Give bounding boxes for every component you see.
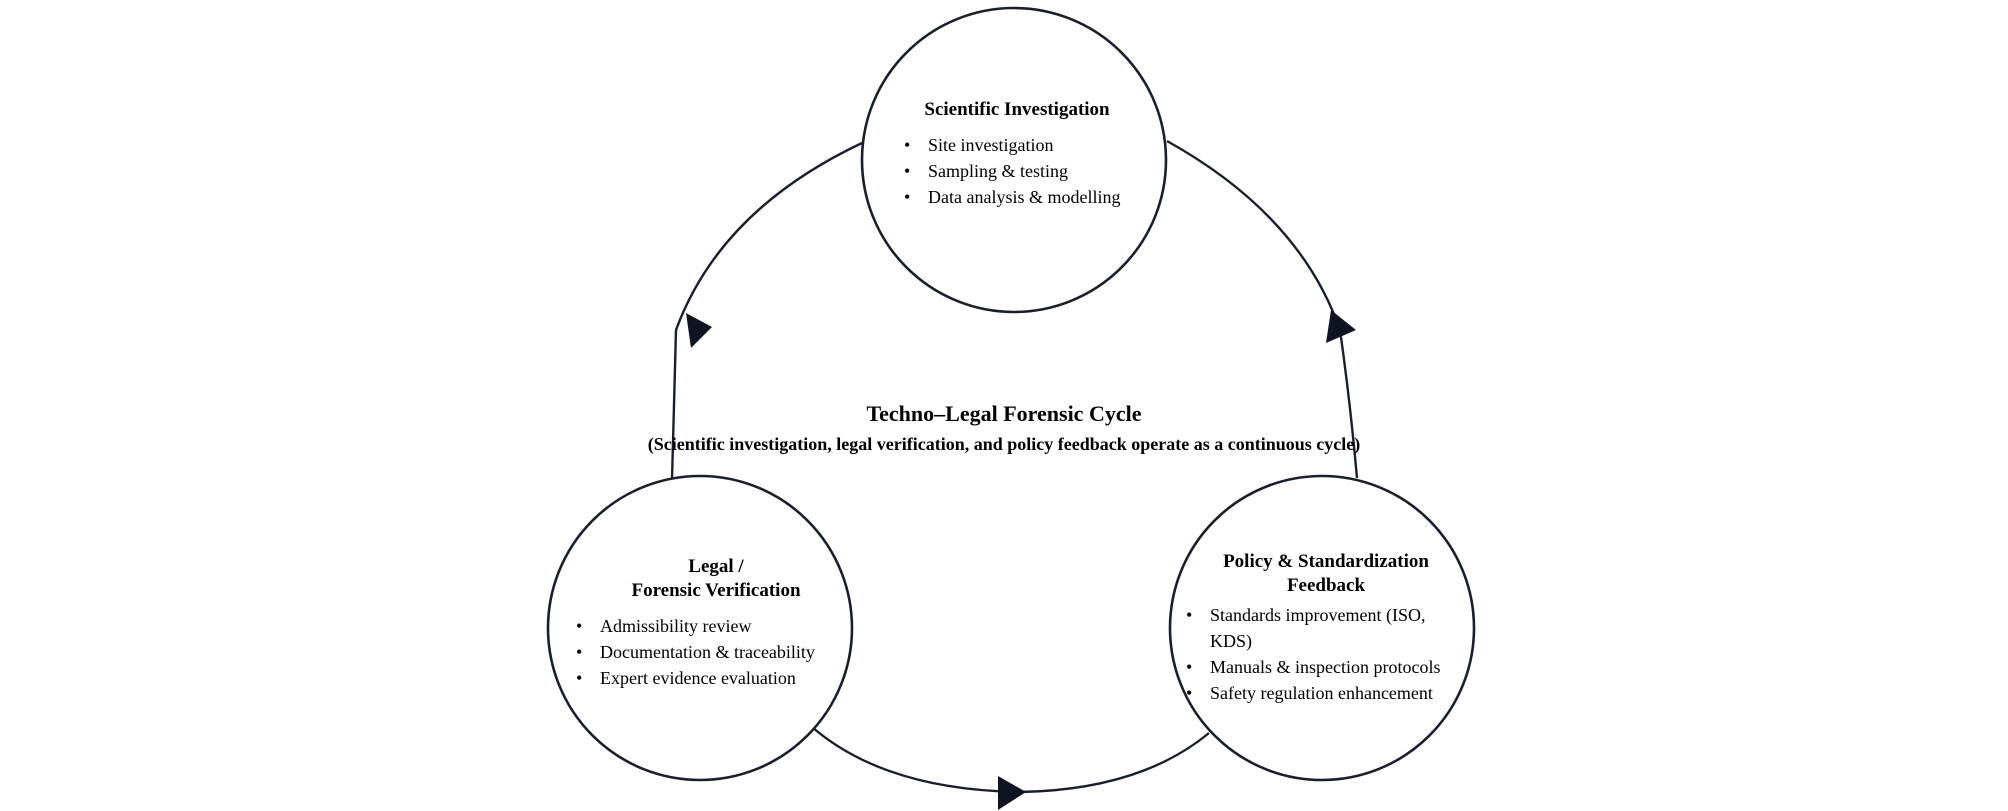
node-title-policy: Policy & Standardization Feedback: [1186, 550, 1466, 598]
node-title-line: Forensic Verification: [631, 580, 801, 601]
arrowhead-toward-scientific: [1326, 310, 1356, 343]
node-list-policy: Standards improvement (ISO, KDS) Manuals…: [1186, 602, 1466, 706]
node-title-line: Feedback: [1286, 575, 1366, 596]
node-title-scientific: Scientific Investigation: [904, 98, 1130, 122]
node-list-scientific: Site investigation Sampling & testing Da…: [904, 132, 1130, 210]
list-item: Expert evidence evaluation: [576, 665, 856, 691]
list-item: Site investigation: [904, 132, 1130, 158]
list-item: Standards improvement (ISO, KDS): [1186, 602, 1466, 654]
arc-scientific-to-legal: [670, 141, 863, 481]
node-scientific: Scientific Investigation Site investigat…: [904, 98, 1130, 210]
list-item: Manuals & inspection protocols: [1186, 654, 1466, 680]
list-item: Sampling & testing: [904, 158, 1130, 184]
node-title-line: Legal /: [688, 556, 744, 577]
list-item: Safety regulation enhancement: [1186, 680, 1466, 706]
node-policy: Policy & Standardization Feedback Standa…: [1186, 550, 1466, 706]
node-title-line: Policy & Standardization: [1223, 551, 1429, 572]
list-item: Admissibility review: [576, 613, 856, 639]
cycle-title: Techno–Legal Forensic Cycle: [866, 401, 1142, 426]
list-item: Documentation & traceability: [576, 639, 856, 665]
node-legal: Legal / Forensic Verification Admissibil…: [576, 555, 856, 691]
arc-legal-to-policy: [811, 726, 1210, 794]
arrowhead-toward-legal: [686, 313, 712, 348]
node-title-legal: Legal / Forensic Verification: [576, 555, 856, 603]
list-item: Data analysis & modelling: [904, 184, 1130, 210]
cycle-subtitle: (Scientific investigation, legal verific…: [647, 434, 1361, 454]
node-title-line: Scientific Investigation: [924, 99, 1110, 120]
node-list-legal: Admissibility review Documentation & tra…: [576, 613, 856, 691]
arrowhead-toward-policy: [998, 776, 1026, 810]
